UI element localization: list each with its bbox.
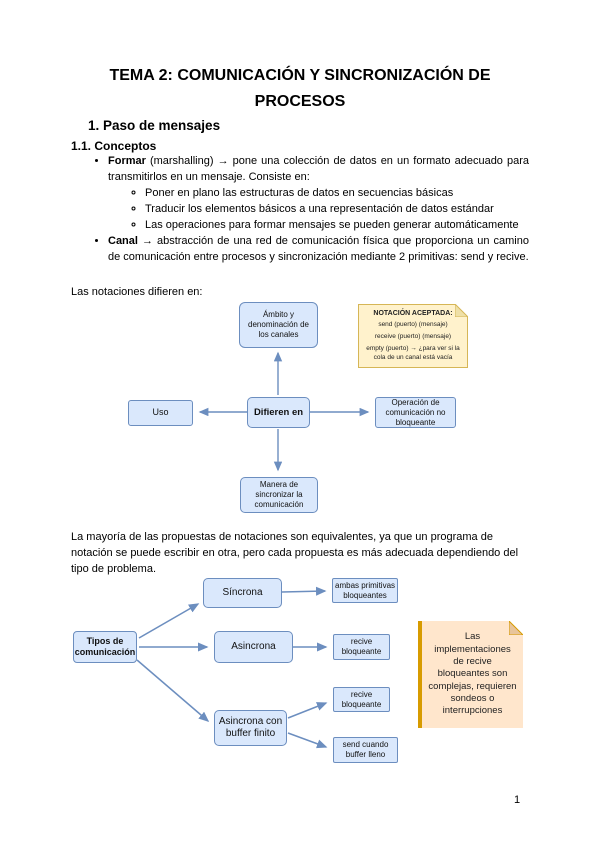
subsection-heading: 1.1. Conceptos (71, 139, 157, 153)
note-line: receive (puerto) (mensaje) (374, 333, 452, 341)
bullet-formar-term: Formar (108, 155, 146, 167)
sub-bullet: Las operaciones para formar mensajes se … (145, 217, 529, 233)
node-uso: Uso (128, 400, 193, 426)
paragraph-mayoria: La mayoría de las propuestas de notacion… (71, 531, 519, 575)
diagram-notaciones: Ámbito y denominación de los canales Uso… (0, 295, 600, 525)
sub-bullet: Poner en plano las estructuras de datos … (145, 185, 529, 201)
dogear-fold-icon (509, 621, 523, 635)
page-title: TEMA 2: COMUNICACIÓN Y SINCRONIZACIÓN DE… (40, 63, 560, 115)
bullet-canal-text: → abstracción de una red de comunicación… (108, 235, 529, 263)
bullet-canal: Canal → abstracción de una red de comuni… (108, 233, 529, 265)
bullet-formar-text: (marshalling) → pone una colección de da… (108, 155, 529, 183)
note-line: empty (puerto) → ¿para ver si la cola de… (366, 344, 460, 361)
node-difieren-en: Difieren en (247, 397, 310, 428)
node-operacion: Operación de comunicación no bloqueante (375, 397, 456, 428)
node-manera: Manera de sincronizar la comunicación (240, 477, 318, 513)
dogear-fold-icon (455, 304, 468, 317)
note-text: Las implementaciones de recive bloqueant… (428, 631, 517, 717)
note-title: NOTACIÓN ACEPTADA: (373, 310, 453, 317)
node-recive-bloqueante: recive bloqueante (333, 687, 390, 712)
node-ambas-primitivas: ambas primitivas bloqueantes (332, 578, 398, 603)
diagram-tipos-comunicacion: Síncrona ambas primitivas bloqueantes Ti… (0, 570, 600, 775)
node-recive-bloqueante: recive bloqueante (333, 634, 390, 660)
page-number: 1 (514, 794, 521, 806)
paragraph-notaciones: Las notaciones difieren en: (71, 286, 203, 298)
concepts-list: Formar (marshalling) → pone una colecció… (71, 153, 529, 265)
sub-bullet: Traducir los elementos básicos a una rep… (145, 201, 529, 217)
node-tipos-comunicacion: Tipos de comunicación (73, 631, 137, 663)
node-send-buffer-lleno: send cuando buffer lleno (333, 737, 398, 763)
sticky-note-notacion: NOTACIÓN ACEPTADA: send (puerto) (mensaj… (358, 304, 468, 368)
node-ambito: Ámbito y denominación de los canales (239, 302, 318, 348)
section-heading: 1. Paso de mensajes (88, 118, 221, 133)
page-title-line1: TEMA 2: COMUNICACIÓN Y SINCRONIZACIÓN DE (109, 67, 491, 84)
bullet-formar: Formar (marshalling) → pone una colecció… (108, 153, 529, 233)
bullet-canal-term: Canal (108, 235, 138, 247)
sticky-note-implementaciones: Las implementaciones de recive bloqueant… (418, 621, 523, 728)
note-line: send (puerto) (mensaje) (378, 321, 448, 329)
node-asincrona: Asincrona (214, 631, 293, 663)
node-sincrona: Síncrona (203, 578, 282, 608)
node-asincrona-buffer: Asincrona con buffer finito (214, 710, 287, 746)
page-title-line2: PROCESOS (254, 93, 346, 110)
